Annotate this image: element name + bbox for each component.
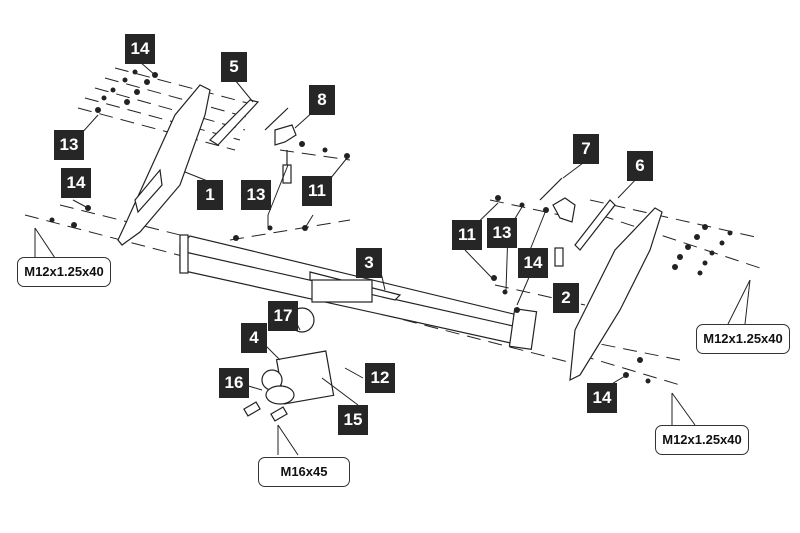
left-angle-bracket bbox=[274, 124, 297, 146]
part-label-8: 8 bbox=[309, 85, 335, 115]
part-label-11: 11 bbox=[302, 176, 332, 206]
part-label-14: 14 bbox=[587, 383, 617, 413]
bolt-spec-right-lower: M12x1.25x40 bbox=[655, 425, 749, 455]
right-angle-bracket bbox=[552, 197, 576, 223]
right-bracket bbox=[569, 207, 663, 382]
part-label-5: 5 bbox=[221, 52, 247, 82]
part-label-16: 16 bbox=[219, 368, 249, 398]
part-label-14: 14 bbox=[61, 168, 91, 198]
leader-lines bbox=[34, 61, 751, 456]
part-label-12: 12 bbox=[365, 363, 395, 393]
part-label-1: 1 bbox=[197, 180, 223, 210]
bolt-spec-right-upper: M12x1.25x40 bbox=[696, 324, 790, 354]
bolt-spec-left: M12x1.25x40 bbox=[17, 257, 111, 287]
part-label-11: 11 bbox=[452, 220, 482, 250]
right-mounting-plate bbox=[574, 199, 616, 251]
part-label-14: 14 bbox=[125, 34, 155, 64]
part-label-3: 3 bbox=[356, 248, 382, 278]
part-label-6: 6 bbox=[627, 151, 653, 181]
part-label-7: 7 bbox=[573, 134, 599, 164]
bolt-spec-ball: M16x45 bbox=[258, 457, 350, 487]
part-label-15: 15 bbox=[338, 405, 368, 435]
part-label-4: 4 bbox=[241, 323, 267, 353]
part-label-14: 14 bbox=[518, 248, 548, 278]
fasteners bbox=[49, 69, 733, 384]
part-label-2: 2 bbox=[553, 283, 579, 313]
part-label-17: 17 bbox=[268, 301, 298, 331]
left-bracket bbox=[117, 84, 211, 246]
left-mounting-plate bbox=[209, 99, 260, 146]
part-label-13: 13 bbox=[241, 180, 271, 210]
part-label-13: 13 bbox=[54, 130, 84, 160]
part-label-13: 13 bbox=[487, 218, 517, 248]
